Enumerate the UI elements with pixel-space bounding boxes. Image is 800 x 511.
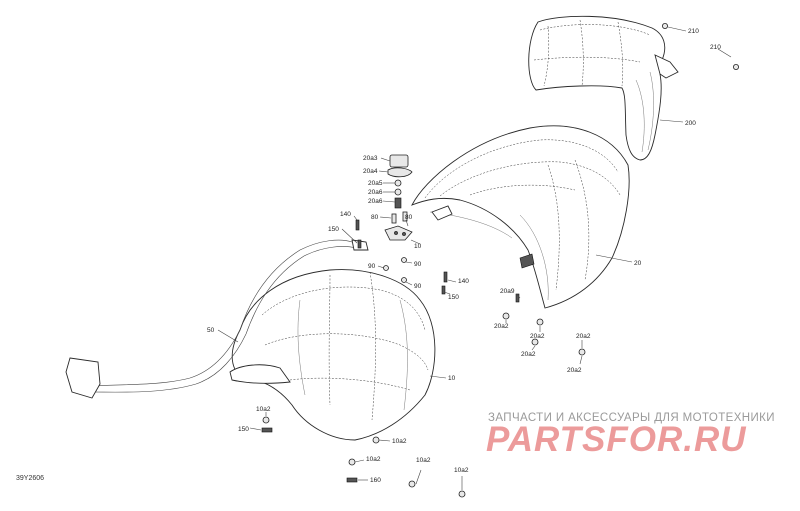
screw-160[interactable] (346, 477, 358, 483)
watermark-caption: ЗАПЧАСТИ И АКСЕССУАРЫ ДЛЯ МОТОТЕХНИКИ (488, 412, 775, 424)
nut-90-b[interactable] (401, 257, 407, 263)
screw-150-lower[interactable] (441, 285, 446, 295)
callout-10a2-a: 10a2 (256, 406, 271, 413)
callout-150-lower: 150 (448, 294, 459, 301)
callout-160: 160 (370, 477, 381, 484)
backrest-part-200[interactable] (528, 15, 679, 161)
callout-10a2-d: 10a2 (416, 457, 431, 464)
callout-80-right: 80 (405, 214, 413, 221)
callout-90-right: 90 (414, 261, 422, 268)
callout-20a2-d: 20a2 (567, 367, 582, 374)
nut-10a2-e[interactable] (458, 490, 466, 498)
callout-20a2-c: 20a2 (521, 351, 536, 358)
screw-210-right[interactable] (717, 48, 740, 71)
nut-20a2-c[interactable] (531, 338, 539, 346)
bolt-80-b[interactable] (402, 211, 408, 222)
nut-20a2-d[interactable] (578, 348, 586, 356)
nut-10a2-a[interactable] (262, 416, 270, 424)
callout-20a6-lower: 20a6 (368, 198, 383, 205)
clip-20a9[interactable] (515, 293, 520, 303)
callout-90-lower: 90 (414, 283, 422, 290)
nut-10a2-d[interactable] (408, 480, 416, 488)
callout-20a6-upper: 20a6 (368, 189, 383, 196)
callout-80-left: 80 (371, 214, 379, 221)
callout-20: 20 (634, 260, 642, 267)
nut-90-a[interactable] (383, 265, 389, 271)
screw-150-upper[interactable] (357, 239, 362, 249)
callout-210-right: 210 (710, 44, 721, 51)
callout-20a2-a: 20a2 (494, 323, 509, 330)
nut-10a2-c[interactable] (348, 458, 356, 466)
callout-10a2-b: 10a2 (392, 438, 407, 445)
screw-150-bottom[interactable] (261, 427, 273, 433)
callout-140-lower: 140 (458, 278, 469, 285)
callout-10-seat: 10 (448, 375, 456, 382)
callout-200: 200 (685, 120, 696, 127)
callout-140-upper: 140 (340, 211, 351, 218)
bolt-80-a[interactable] (391, 213, 397, 224)
watermark-logo: PARTSFOR.RU (486, 420, 747, 459)
callout-150-upper: 150 (328, 226, 339, 233)
callout-20a2-b: 20a2 (530, 333, 545, 340)
latch-assembly[interactable] (384, 154, 413, 241)
callout-20a2-e: 20a2 (576, 333, 591, 340)
callout-20a9: 20a9 (500, 288, 515, 295)
callout-10-latch: 10 (414, 243, 422, 250)
callout-20a5: 20a5 (368, 180, 383, 187)
drawing-code: 39Y2606 (16, 475, 45, 482)
nut-90-c[interactable] (401, 277, 407, 283)
callout-10a2-c: 10a2 (366, 456, 381, 463)
callout-150-bottom: 150 (238, 426, 249, 433)
nut-20a2-b[interactable] (536, 318, 544, 326)
callout-20a3: 20a3 (363, 155, 378, 162)
screw-140-lower[interactable] (443, 271, 448, 283)
callout-20a4: 20a4 (363, 168, 378, 175)
nut-20a2-a[interactable] (502, 312, 510, 320)
callout-90-left: 90 (368, 263, 376, 270)
nut-10a2-b[interactable] (372, 436, 380, 444)
callout-10a2-e: 10a2 (454, 467, 469, 474)
driver-seat-part-10[interactable] (229, 269, 436, 441)
screw-210-upper[interactable] (662, 22, 687, 32)
callout-210-upper: 210 (688, 28, 699, 35)
screw-140-upper[interactable] (355, 219, 360, 231)
callout-50: 50 (207, 327, 215, 334)
passenger-seat-part-20[interactable] (411, 125, 630, 309)
